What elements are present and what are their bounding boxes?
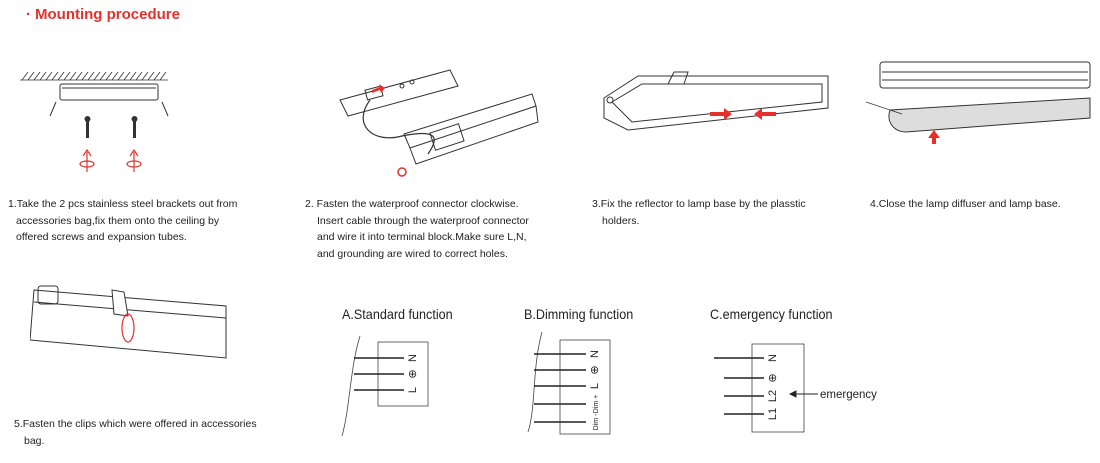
caption-line: 1.Take the 2 pcs stainless steel bracket… xyxy=(8,198,238,210)
standard-wiring-diagram: N ⊕ L xyxy=(341,335,429,437)
caption-line: bag. xyxy=(24,434,45,447)
terminal-n: N xyxy=(767,354,779,362)
dimming-function-title: B.Dimming function xyxy=(524,306,634,322)
caption-line: 5.Fasten the clips which were offered in… xyxy=(14,418,257,430)
step3-illustration xyxy=(603,71,829,131)
caption-line: Insert cable through the waterproof conn… xyxy=(317,214,529,227)
step2-caption: 2. Fasten the waterproof connector clock… xyxy=(305,196,529,262)
clip xyxy=(111,289,129,317)
wires xyxy=(354,357,404,391)
cable xyxy=(362,99,435,155)
step5-caption: 5.Fasten the clips which were offered in… xyxy=(14,416,257,449)
rotate-arrows xyxy=(79,148,142,172)
caption-line: and wire it into terminal block.Make sur… xyxy=(317,231,527,243)
terminal-labels: N ⊕ L Dim + Dim - xyxy=(589,350,601,430)
lamp-base xyxy=(879,61,1091,89)
terminal-earth: ⊕ xyxy=(589,365,601,374)
page-title: ·Mounting procedure xyxy=(26,6,180,23)
emergency-arrow xyxy=(788,390,818,398)
emergency-function-title: C.emergency function xyxy=(710,306,833,322)
terminal-dim-plus: Dim + xyxy=(593,395,600,413)
step1-illustration xyxy=(20,71,169,172)
caption-line: 2. Fasten the waterproof connector clock… xyxy=(305,198,519,210)
holder-arrows xyxy=(710,108,776,120)
terminal-n: N xyxy=(589,350,601,358)
caption-line: accessories bag,fix them onto the ceilin… xyxy=(16,214,220,227)
caption-line: 3.Fix the reflector to lamp base by the … xyxy=(592,198,806,210)
diffuser xyxy=(888,97,1091,133)
step3-caption: 3.Fix the reflector to lamp base by the … xyxy=(592,196,806,229)
ceiling-hatch xyxy=(20,71,168,81)
step2-illustration xyxy=(339,69,539,177)
pointer-line xyxy=(866,101,903,115)
dimming-wiring-diagram: N ⊕ L Dim + Dim - xyxy=(527,331,611,435)
terminal-l: L xyxy=(589,383,601,389)
lamp-body xyxy=(49,83,169,117)
clip-rotate-arrow xyxy=(121,313,135,343)
lamp-body xyxy=(403,93,539,165)
lamp-body xyxy=(30,285,227,359)
terminal-plate xyxy=(339,69,459,117)
connector-arrows xyxy=(372,84,407,177)
terminal-earth: ⊕ xyxy=(767,373,779,382)
wires xyxy=(714,357,764,415)
caption-line: offered screws and expansion tubes. xyxy=(16,231,187,243)
terminal-n: N xyxy=(407,354,419,362)
terminal-dim-minus: Dim - xyxy=(593,413,600,430)
step4-caption: 4.Close the lamp diffuser and lamp base. xyxy=(870,196,1061,213)
caption-line: 4.Close the lamp diffuser and lamp base. xyxy=(870,198,1061,210)
wires xyxy=(534,353,586,423)
terminal-l2: L2 xyxy=(767,390,779,402)
close-arrow xyxy=(928,130,940,144)
terminal-l: L xyxy=(407,387,419,393)
standard-function-title: A.Standard function xyxy=(342,306,453,322)
terminal-labels: N ⊕ L2 L1 xyxy=(767,354,779,420)
caption-line: and grounding are wired to correct holes… xyxy=(317,247,508,260)
cable-outline xyxy=(527,331,543,433)
screws xyxy=(84,116,138,138)
step1-caption: 1.Take the 2 pcs stainless steel bracket… xyxy=(8,196,237,246)
terminal-earth: ⊕ xyxy=(407,369,419,378)
terminal-labels: N ⊕ L xyxy=(407,354,419,393)
terminal-l1: L1 xyxy=(767,408,779,420)
step5-illustration xyxy=(30,285,227,359)
lamp-base xyxy=(603,71,829,131)
cable-outline xyxy=(341,335,361,437)
title-bullet: · xyxy=(26,6,31,23)
title-text: Mounting procedure xyxy=(35,6,180,23)
step4-illustration xyxy=(866,61,1091,144)
emergency-wiring-diagram: N ⊕ L2 L1 emergency xyxy=(714,343,877,433)
caption-line: holders. xyxy=(602,214,640,227)
terminal-block xyxy=(559,339,611,435)
emergency-label: emergency xyxy=(820,389,877,401)
